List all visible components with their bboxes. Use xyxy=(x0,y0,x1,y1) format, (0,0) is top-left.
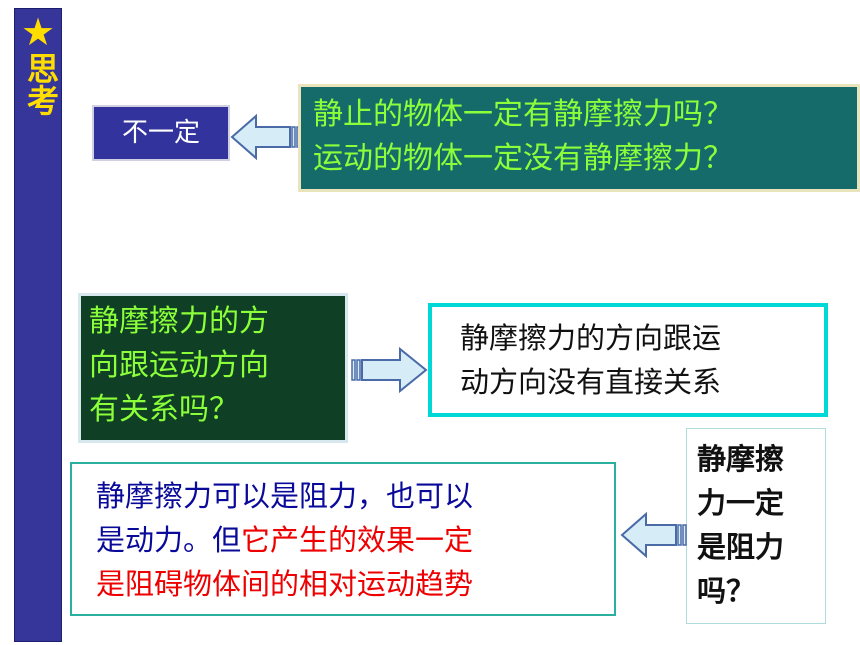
answer3-blue-text: 静摩擦力可以是阻力，也可以 是动力。但 xyxy=(96,479,474,557)
answer-box-1: 不一定 xyxy=(92,105,230,161)
left-sidebar-bar xyxy=(14,8,62,642)
question-box-1: 静止的物体一定有静摩擦力吗？ 运动的物体一定没有静摩擦力？ xyxy=(298,84,860,192)
right-arrow-icon xyxy=(351,346,428,394)
left-arrow-icon-2 xyxy=(620,511,687,559)
answer-box-3: 静摩擦力可以是阻力，也可以 是动力。但它产生的效果一定 是阻碍物体间的相对运动趋… xyxy=(70,462,616,616)
left-arrow-icon xyxy=(230,113,301,161)
sidebar-title: 思考 xyxy=(22,52,60,116)
star-icon: ★ xyxy=(20,10,56,54)
question-box-2: 静摩擦力的方 向跟运动方向 有关系吗？ xyxy=(78,293,348,443)
answer-box-2: 静摩擦力的方向跟运 动方向没有直接关系 xyxy=(428,303,828,417)
question-box-3: 静摩擦 力一定 是阻力 吗？ xyxy=(686,428,826,624)
answer3-red-text: 它产生的效果一定 是阻碍物体间的相对运动趋势 xyxy=(96,523,474,601)
